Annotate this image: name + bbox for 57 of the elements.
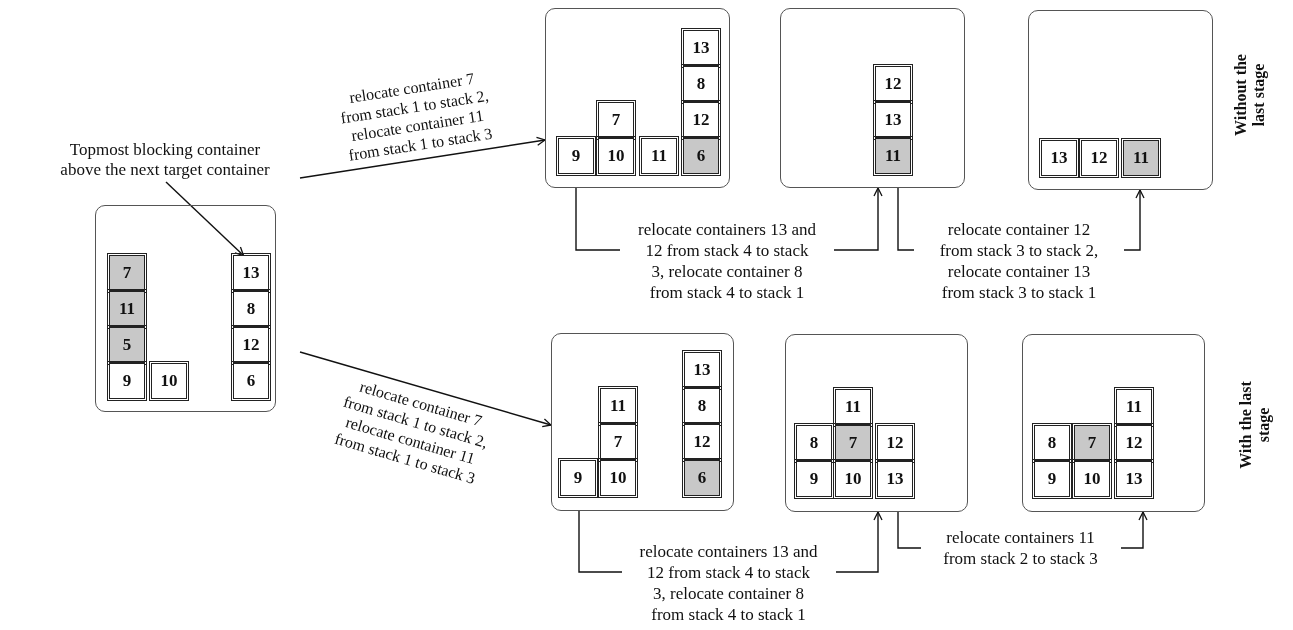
container-block: 13 — [1041, 140, 1077, 176]
container-block: 7 — [598, 102, 634, 138]
container-block: 11 — [600, 388, 636, 424]
bay-panel — [551, 333, 734, 511]
container-block: 9 — [109, 363, 145, 399]
container-block: 11 — [109, 291, 145, 327]
row-label: Without the last stage — [1232, 53, 1268, 138]
container-block: 6 — [233, 363, 269, 399]
container-block: 10 — [835, 461, 871, 497]
arrow — [299, 351, 552, 428]
container-block: 8 — [1034, 425, 1070, 461]
container-block: 9 — [558, 138, 594, 174]
container-block: 6 — [684, 460, 720, 496]
container-block: 12 — [877, 425, 913, 461]
container-block: 10 — [1074, 461, 1110, 497]
container-block: 11 — [1116, 389, 1152, 425]
container-block: 8 — [233, 291, 269, 327]
container-block: 12 — [875, 66, 911, 102]
bay-panel — [545, 8, 730, 188]
container-block: 12 — [233, 327, 269, 363]
bay-panel — [1022, 334, 1205, 512]
container-block: 12 — [1081, 140, 1117, 176]
container-block: 9 — [1034, 461, 1070, 497]
container-block: 7 — [109, 255, 145, 291]
container-block: 13 — [683, 30, 719, 66]
container-block: 13 — [684, 352, 720, 388]
container-block: 12 — [1116, 425, 1152, 461]
bay-panel — [780, 8, 965, 188]
container-block: 12 — [683, 102, 719, 138]
container-block: 8 — [684, 388, 720, 424]
container-block: 10 — [600, 460, 636, 496]
container-block: 13 — [233, 255, 269, 291]
callout-text: Topmost blocking container above the next target container — [54, 140, 276, 180]
container-block: 11 — [875, 138, 911, 174]
arrow — [299, 136, 546, 179]
row-label: With the last stage — [1237, 380, 1273, 471]
bay-panel — [785, 334, 968, 512]
container-block: 10 — [151, 363, 187, 399]
container-block: 10 — [598, 138, 634, 174]
container-block: 8 — [683, 66, 719, 102]
container-block: 9 — [560, 460, 596, 496]
container-block: 9 — [796, 461, 832, 497]
container-block: 13 — [1116, 461, 1152, 497]
container-block: 7 — [1074, 425, 1110, 461]
container-block: 11 — [1123, 140, 1159, 176]
bay-panel — [95, 205, 276, 412]
bay-panel — [1028, 10, 1213, 190]
container-block: 12 — [684, 424, 720, 460]
container-block: 8 — [796, 425, 832, 461]
container-block: 11 — [641, 138, 677, 174]
container-block: 7 — [600, 424, 636, 460]
container-block: 13 — [877, 461, 913, 497]
container-block: 6 — [683, 138, 719, 174]
container-block: 5 — [109, 327, 145, 363]
container-block: 13 — [875, 102, 911, 138]
container-block: 11 — [835, 389, 871, 425]
container-block: 7 — [835, 425, 871, 461]
